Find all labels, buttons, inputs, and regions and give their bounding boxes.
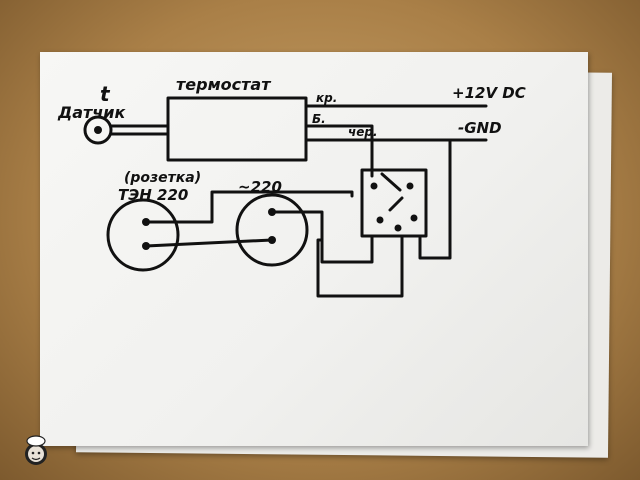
relay-terminal-4: [394, 224, 402, 232]
heater-pin-1: [142, 218, 150, 226]
mains-pin-1: [268, 208, 276, 216]
sensor-probe-circle: [83, 115, 113, 145]
relay-terminal-1: [370, 182, 378, 190]
sensor-dot: [94, 126, 102, 134]
wire-gnd-to-relay: [418, 138, 452, 260]
thermostat-box: [166, 96, 308, 162]
heater-pin-2: [142, 242, 150, 250]
terminal-dots: [94, 126, 418, 250]
wire-black-label: чер.: [348, 125, 378, 139]
wire-heater-top: [144, 190, 354, 224]
wire-white-to-relay: [304, 124, 374, 178]
chef-mascot-icon: [25, 435, 47, 465]
relay-terminal-3: [376, 216, 384, 224]
mains-pin-2: [268, 236, 276, 244]
wire-heater-bottom: [144, 238, 274, 248]
relay-terminal-2: [406, 182, 414, 190]
wire-mains-to-relay-2: [316, 234, 404, 298]
paper-sheet: [40, 52, 588, 446]
heater-label: ТЭН 220: [118, 186, 188, 204]
relay-switch-lever: [388, 196, 404, 212]
relay-box: [360, 168, 428, 238]
mains-label: ~220: [238, 178, 282, 196]
wire-red-label: кр.: [316, 91, 337, 105]
mains-socket-circle: [235, 193, 309, 267]
wire-mains-to-relay-1: [270, 210, 374, 264]
thermostat-label: термостат: [176, 75, 272, 94]
heater-socket-circle: [106, 198, 180, 272]
socket-paren-label: (розетка): [124, 170, 201, 186]
relay-terminal-5: [410, 214, 418, 222]
sensor-label: Датчик: [57, 103, 127, 122]
sensor-symbol: t: [100, 82, 111, 106]
power-plus-label: +12V DC: [452, 84, 526, 102]
relay-contact: [380, 172, 402, 192]
wire-white-label: Б.: [312, 112, 326, 126]
power-gnd-label: -GND: [458, 119, 502, 137]
